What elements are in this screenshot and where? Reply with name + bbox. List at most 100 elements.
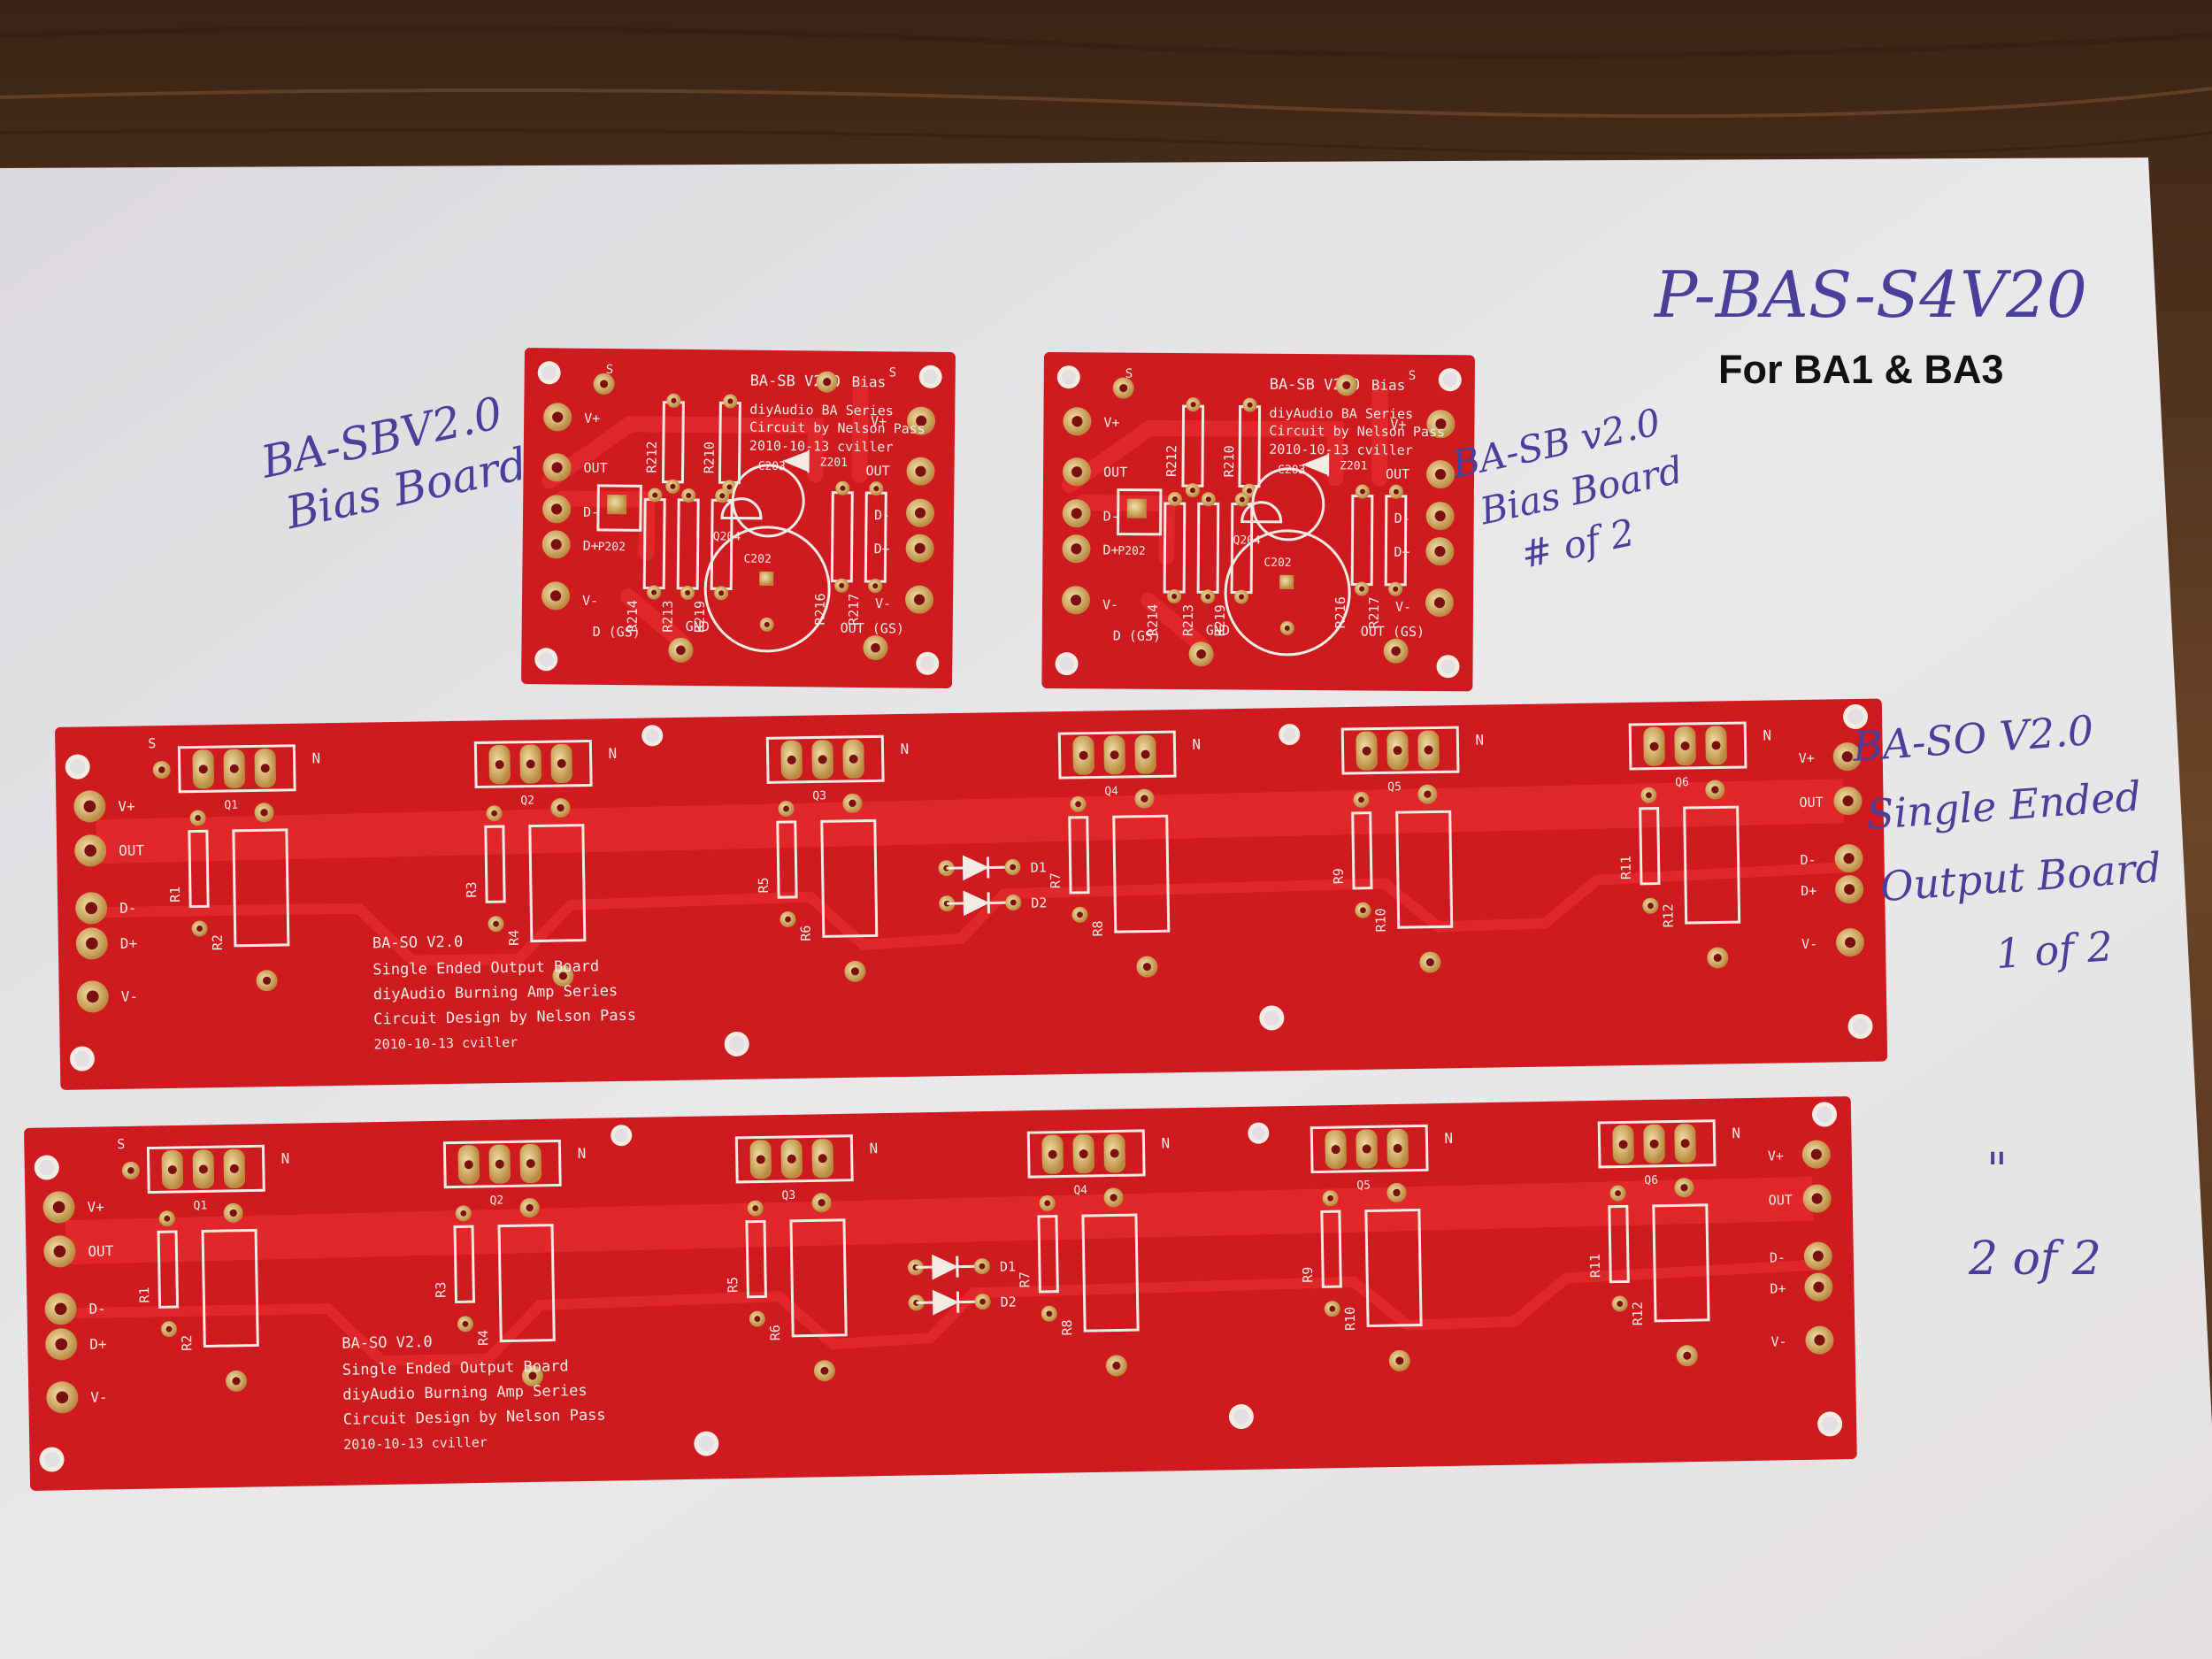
drill-hole — [558, 972, 568, 980]
drill-hole — [787, 1154, 796, 1164]
resistor-outline — [1683, 805, 1741, 925]
diode-label: D2 — [1000, 1294, 1016, 1310]
drill-hole — [86, 937, 98, 950]
drill-hole — [1239, 496, 1245, 503]
zener-diode-symbol — [1302, 453, 1330, 477]
silkscreen-label: D (GS) — [593, 624, 641, 641]
silkscreen-label: S — [1125, 367, 1133, 381]
drill-hole — [1844, 884, 1855, 895]
drill-hole — [1342, 380, 1351, 389]
drill-hole — [85, 902, 98, 915]
drill-hole — [1680, 1184, 1688, 1192]
silkscreen-label: S — [606, 363, 614, 377]
drill-hole — [943, 900, 950, 907]
resistor-outline — [776, 820, 798, 899]
drill-hole — [526, 759, 535, 769]
transistor-outline — [734, 1134, 854, 1184]
drill-hole — [1071, 416, 1083, 427]
drill-hole — [1110, 750, 1119, 760]
drill-hole — [86, 990, 99, 1003]
drill-hole — [756, 1155, 765, 1164]
drill-hole — [55, 1338, 68, 1351]
drill-hole — [157, 766, 165, 773]
diode-symbol — [947, 890, 1010, 917]
silkscreen-label: Q204 — [713, 530, 741, 543]
connector-label: OUT — [1769, 1192, 1793, 1208]
mounting-hole-center — [1251, 1126, 1265, 1141]
resistor-label: R7 — [1048, 872, 1064, 888]
board-series: diyAudio BA Series — [1269, 405, 1413, 422]
drill-hole — [718, 590, 725, 596]
mounting-hole-center — [1059, 657, 1074, 672]
drill-hole — [979, 1298, 987, 1305]
diode-label: D1 — [1030, 859, 1046, 875]
drill-hole — [752, 1205, 759, 1212]
connector-label: OUT — [1799, 795, 1823, 810]
n-label: N — [1444, 1130, 1453, 1147]
board-title: BA-SO V2.0 — [373, 933, 464, 953]
resistor-label: R214 — [1145, 604, 1161, 636]
drill-hole — [1171, 593, 1178, 600]
mounting-hole-center — [541, 365, 557, 380]
drill-hole — [1010, 864, 1017, 871]
drill-hole — [495, 760, 504, 770]
drill-hole — [1110, 1194, 1118, 1202]
mounting-hole-center — [70, 758, 86, 775]
drill-hole — [1142, 963, 1151, 972]
silkscreen-label: S — [889, 365, 897, 380]
drill-hole — [1435, 419, 1447, 430]
transistor-outline — [1026, 1129, 1146, 1179]
silkscreen-label: OUT — [865, 463, 889, 479]
drill-hole — [839, 582, 845, 588]
resistor-label: R6 — [798, 925, 814, 941]
mounting-hole-center — [39, 1159, 55, 1176]
transistor-outline — [177, 744, 296, 794]
drill-hole — [1844, 937, 1856, 949]
drill-hole — [671, 397, 677, 403]
diode-symbol — [916, 1289, 979, 1316]
mounting-hole-center — [1852, 1018, 1869, 1034]
drill-hole — [1393, 586, 1399, 592]
resistor-label: R12 — [1660, 903, 1676, 927]
drill-hole — [979, 1263, 986, 1270]
drill-hole — [914, 507, 926, 518]
drill-hole — [727, 398, 733, 404]
n-label: N — [311, 749, 320, 766]
drill-hole — [1842, 795, 1854, 807]
drill-hole — [52, 1201, 65, 1214]
drill-hole — [229, 1164, 239, 1173]
drill-hole — [1141, 795, 1148, 803]
drill-hole — [460, 1210, 467, 1217]
board-date: 2010-10-13 cviller — [343, 1434, 488, 1453]
n-label: N — [280, 1150, 289, 1167]
board-credit: Circuit by Nelson Pass — [1269, 423, 1445, 440]
solder-pad — [607, 494, 627, 515]
resistor-outline — [789, 1218, 848, 1338]
connector-label: OUT — [88, 1242, 114, 1260]
drill-hole — [1424, 745, 1433, 755]
drill-hole — [1044, 1200, 1051, 1207]
copper-trace — [65, 1176, 1814, 1265]
drill-hole — [1395, 1356, 1404, 1365]
drill-hole — [198, 764, 208, 774]
mounting-hole-center — [1816, 1106, 1832, 1123]
drill-hole — [1190, 402, 1196, 408]
resistor-outline — [453, 1225, 476, 1304]
silkscreen-label: V+ — [584, 411, 600, 426]
drill-hole — [1071, 466, 1083, 478]
resistor-label: R6 — [767, 1325, 783, 1340]
resistor-label: R214 — [625, 600, 641, 632]
silkscreen-label: OUT (GS) — [1361, 624, 1425, 641]
drill-hole — [165, 1325, 173, 1333]
drill-hole — [551, 462, 563, 473]
drill-hole — [196, 926, 204, 932]
diode-symbol — [915, 1254, 978, 1280]
resistor-label: R2 — [179, 1335, 195, 1351]
drill-hole — [127, 1167, 134, 1174]
board-description: Single Ended Output Board — [373, 957, 599, 979]
drill-hole — [229, 764, 239, 773]
capacitor-outline — [703, 526, 831, 653]
drill-hole — [1813, 1281, 1824, 1293]
